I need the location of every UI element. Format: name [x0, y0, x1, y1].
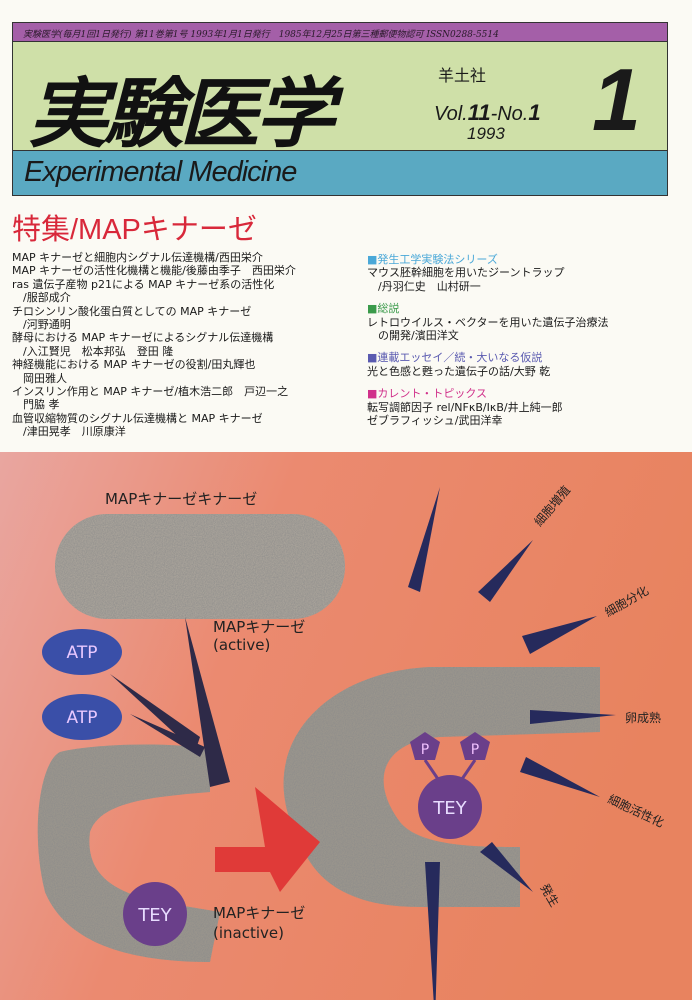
article: 神経機能における MAP キナーゼの役割/田丸輝也: [12, 358, 256, 372]
reaction-arrows: [110, 617, 230, 787]
activation-arrow: [215, 787, 320, 892]
tey-label: TEY: [137, 905, 172, 926]
atp-1: [42, 629, 122, 675]
tey-active: [418, 775, 482, 839]
section-line: 光と色感と甦った遺伝子の話/大野 乾: [367, 364, 551, 378]
section-heading: ■連載エッセイ／続・大いなる仮説: [367, 351, 543, 365]
section-heading: ■カレント・トピックス: [367, 387, 488, 401]
inactive-state: (inactive): [213, 924, 284, 942]
volume-number: Vol.11-No.1: [434, 100, 541, 126]
section-line: /丹羽仁史 山村研一: [378, 279, 481, 293]
phospho-label: P: [471, 742, 479, 758]
year: 1993: [467, 124, 505, 143]
tey-inactive: [123, 882, 187, 946]
publisher: 羊土社: [438, 66, 487, 85]
article: ras 遺伝子産物 p21による MAP キナーゼ系の活性化: [12, 277, 275, 291]
active-label: MAPキナーゼ: [213, 618, 305, 636]
number: 1: [528, 100, 541, 125]
section-heading: ■総説: [367, 302, 400, 316]
phospho-label: P: [421, 742, 429, 758]
atp-2: [42, 694, 122, 740]
tey-label: TEY: [432, 798, 467, 819]
phospho-1: [410, 732, 440, 760]
magazine-title-en: Experimental Medicine: [24, 156, 297, 188]
article-author: /入江賢児 松本邦弘 登田 隆: [23, 344, 174, 358]
info-line: 実験医学(毎月1回1日発行) 第11巻第1号 1993年1月1日発行 1985年…: [12, 22, 668, 42]
article-author: 門脇 孝: [23, 398, 60, 412]
kinase-kinase-label: MAPキナーゼキナーゼ: [105, 490, 257, 508]
article: インスリン作用と MAP キナーゼ/植木浩二郎 戸辺一之: [12, 385, 289, 399]
feature-title: 特集/MAPキナーゼ: [12, 214, 257, 246]
section-line: の開発/濱田洋文: [378, 329, 459, 343]
kinase-illustration: MAPキナーゼキナーゼ ATP ATP MAPキナーゼ (active) TEY…: [0, 452, 692, 1000]
issue-number: 1: [592, 50, 641, 149]
outcome-oocyte-maturation: 卵成熟: [625, 710, 661, 725]
section-line: レトロウイルス・ベクターを用いた遺伝子治療法: [367, 315, 609, 329]
kinase-kinase-blob: [55, 514, 345, 619]
article: チロシンリン酸化蛋白質としての MAP キナーゼ: [12, 304, 252, 318]
section-line: マウス胚幹細胞を用いたジーントラップ: [367, 266, 565, 280]
article: MAP キナーゼと細胞内シグナル伝達機構/西田栄介: [12, 251, 263, 264]
article-author: /服部成介: [23, 291, 71, 305]
feature-articles: MAP キナーゼと細胞内シグナル伝達機構/西田栄介 MAP キナーゼの活性化機構…: [12, 251, 296, 439]
article: MAP キナーゼの活性化機構と機能/後藤由季子 西田栄介: [12, 264, 296, 278]
atp-label: ATP: [67, 708, 98, 728]
other-sections: ■発生工学実験法シリーズ マウス胚幹細胞を用いたジーントラップ /丹羽仁史 山村…: [367, 253, 609, 427]
vol-prefix: Vol.: [434, 103, 468, 125]
no-prefix: -No.: [490, 103, 529, 125]
phospho-2: [460, 732, 490, 760]
atp-label: ATP: [67, 643, 98, 663]
signal-spikes: [408, 487, 616, 1000]
article-author: 岡田雅人: [23, 371, 67, 385]
magazine-title-jp: 実験医学: [28, 69, 335, 158]
article-author: /河野通明: [23, 318, 71, 332]
english-title-band: [12, 150, 668, 196]
masthead-band: [12, 42, 668, 150]
article-author: /津田晃孝 川原康洋: [23, 425, 126, 439]
inactive-label: MAPキナーゼ: [213, 904, 305, 922]
article: 血管収縮物質のシグナル伝達機構と MAP キナーゼ: [12, 411, 263, 425]
article: 酵母における MAP キナーゼによるシグナル伝達機構: [12, 331, 274, 345]
section-heading: ■発生工学実験法シリーズ: [367, 253, 498, 266]
volume: 11: [467, 100, 491, 125]
active-state: (active): [213, 636, 270, 654]
section-line: 転写調節因子 rel/NFκB/IκB/井上純一郎: [367, 400, 563, 414]
section-line: ゼブラフィッシュ/武田洋幸: [367, 414, 503, 428]
